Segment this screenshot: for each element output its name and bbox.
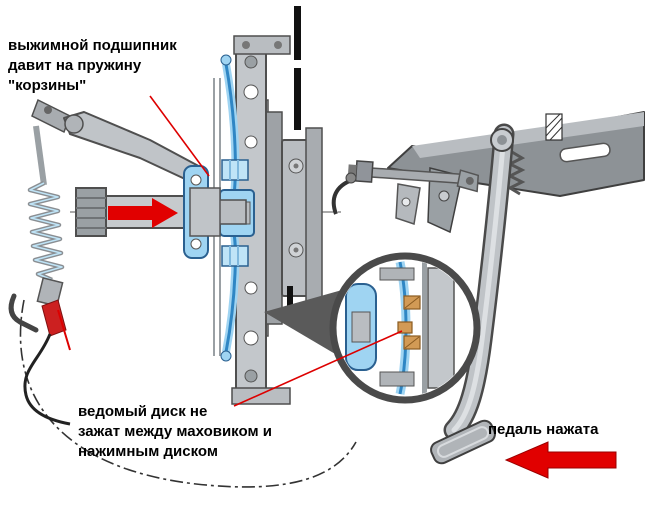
block-line-top [294,6,301,60]
damper-spring-upper [221,159,249,181]
flywheel [281,127,323,309]
callout-line-disc [233,330,403,407]
master-cylinder-hose [331,178,353,215]
inset-hub-spline [351,311,371,343]
fork-mount-bracket [31,98,71,134]
pedal-arrow [504,441,617,479]
label-driven-disc: ведомый диск не зажат между маховиком и … [78,403,272,460]
cover-bolt [244,55,258,69]
release-rod [33,125,47,186]
release-bearing [183,165,221,259]
pressure-plate [265,111,283,325]
diaphragm-pivot-top [220,54,232,66]
arrow-head [152,198,178,228]
pedal-pivot-center [497,135,507,145]
inset-top-plate [379,267,415,281]
flywheel-bolt-center [293,247,299,253]
magnifier-pointer [264,290,342,358]
inset-pressure-plate [427,267,455,389]
block-line-low [287,286,293,314]
flywheel-bolt-center [293,163,299,169]
pedal-lever [430,123,526,465]
friction-pad-center [397,321,413,334]
inset-stud [422,262,427,394]
release-fork [31,98,207,187]
label-release-bearing: выжимной подшипник давит на пружину "кор… [8,37,177,94]
flange-bolt [242,41,250,49]
pedal-pad-plate [430,419,496,465]
cover-hole [244,135,258,149]
red-clamp-part [41,299,67,337]
inset-bottom-plate [379,371,415,387]
engine-block-line [287,6,301,314]
bracket-bolt [438,190,450,202]
pedal-arm-highlight [451,131,507,433]
bracket-hatch-block [545,113,563,141]
flange-bolt [274,41,282,49]
hydraulic-line-centerline [19,299,357,488]
magnifier-content [345,261,455,395]
pedal-pad-face [436,426,490,458]
arrow-body [108,206,152,220]
hose-red-stripe [57,309,71,351]
callout-line-bearing [149,95,210,177]
magnifier-inset [329,252,481,404]
crank-flange [305,127,323,309]
release-linkage [8,125,71,426]
cover-hole [243,84,259,100]
cover-bolt [244,369,258,383]
pushrod-bracket-hole [401,197,411,207]
hose-connector [345,172,357,184]
inset-friction-pads [397,295,421,350]
pushrod-hex-fitting [354,160,374,183]
shaft-force-arrow [108,198,178,228]
cover-hole [243,330,259,346]
label-pedal-pressed: педаль нажата [488,421,599,438]
pedal-return-spring [506,150,526,196]
cover-hole [244,281,258,295]
bracket-top-face [412,112,644,158]
hydraulic-hose [23,333,71,426]
hose-clamp [8,293,39,333]
release-spring-highlight [29,182,63,281]
fork-pivot-ball [64,114,84,134]
bearing-ball [190,238,202,250]
bracket-slot [559,142,611,163]
damper-spring-lower [221,245,249,267]
diaphragm-pivot-bottom [220,350,232,362]
fork-mount-bolt [44,106,52,114]
clevis-pin [465,176,474,185]
bearing-ball [190,174,202,186]
bearing-inner-race [189,187,221,237]
cover-top-flange [233,35,291,55]
pedal-pad [430,419,496,465]
block-line-mid [294,68,301,130]
